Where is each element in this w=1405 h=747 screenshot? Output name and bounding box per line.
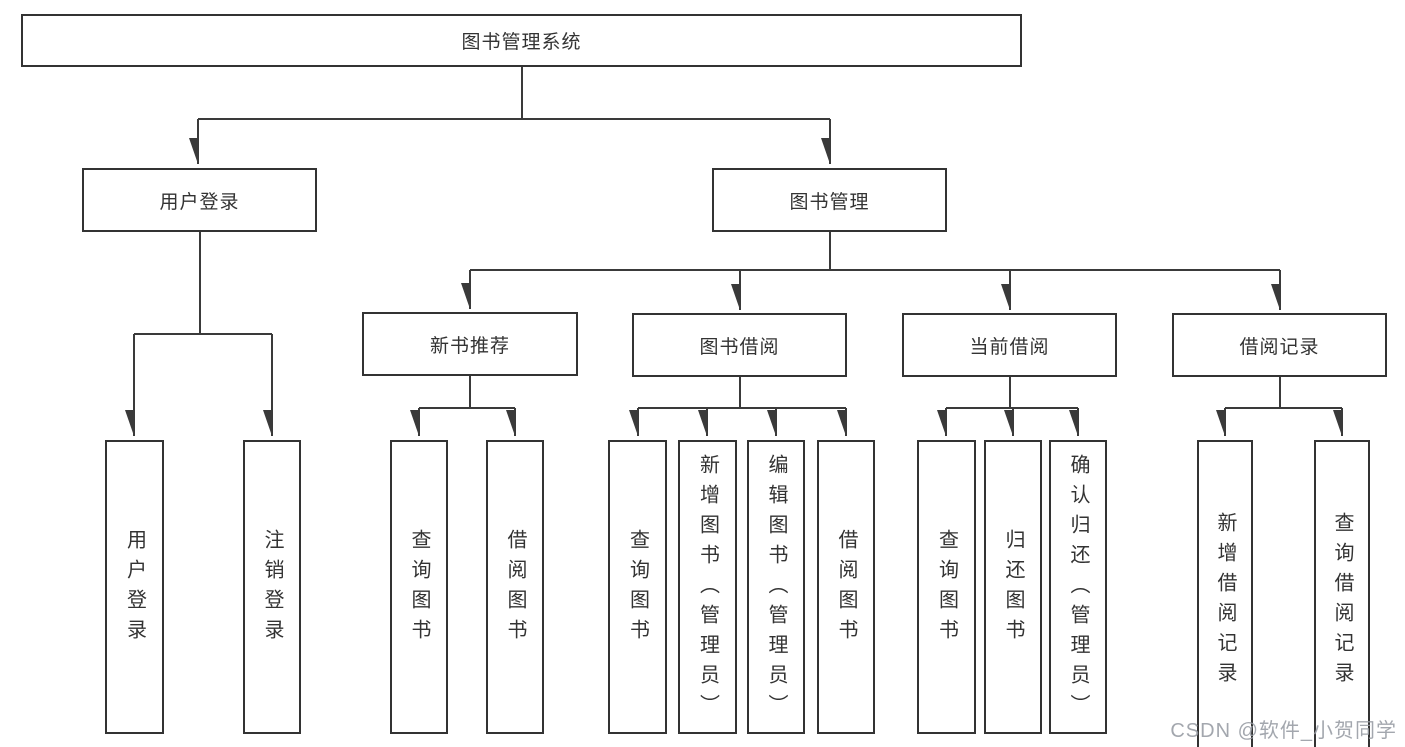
node-system-root: 图书管理系统	[21, 14, 1022, 67]
leaf-query-book-recommend: 查询图书	[390, 440, 448, 734]
leaf-borrow-book-recommend: 借阅图书	[486, 440, 544, 734]
node-book-management: 图书管理	[712, 168, 947, 232]
node-current-borrow: 当前借阅	[902, 313, 1117, 377]
leaf-logout: 注销登录	[243, 440, 301, 734]
leaf-add-borrow-record: 新增借阅记录	[1197, 440, 1253, 747]
leaf-edit-book-admin: 编辑图书（管理员）	[747, 440, 805, 734]
leaf-borrow-book: 借阅图书	[817, 440, 875, 734]
leaf-query-book-borrow: 查询图书	[608, 440, 667, 734]
leaf-confirm-return-admin: 确认归还（管理员）	[1049, 440, 1107, 734]
connector-arrows	[134, 119, 1343, 436]
leaf-user-login: 用户登录	[105, 440, 164, 734]
node-user-login: 用户登录	[82, 168, 317, 232]
node-book-borrow: 图书借阅	[632, 313, 847, 377]
leaf-query-book-current: 查询图书	[917, 440, 976, 734]
node-borrow-records: 借阅记录	[1172, 313, 1387, 377]
connector-lines	[134, 66, 1342, 409]
leaf-add-book-admin: 新增图书（管理员）	[678, 440, 737, 734]
leaf-query-borrow-record: 查询借阅记录	[1314, 440, 1370, 747]
leaf-return-book: 归还图书	[984, 440, 1042, 734]
csdn-watermark: CSDN @软件_小贺同学	[1170, 720, 1397, 742]
node-new-book-recommend: 新书推荐	[362, 312, 578, 376]
